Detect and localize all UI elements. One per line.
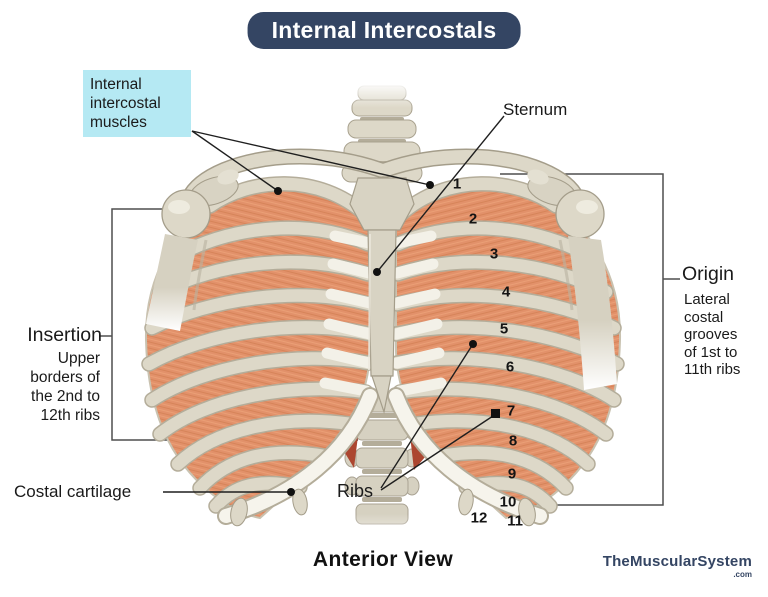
rib-number-10: 10 xyxy=(499,493,517,511)
rib-number-7: 7 xyxy=(506,402,516,420)
rib-tip xyxy=(458,488,474,516)
brand-suffix: .com xyxy=(733,570,752,579)
rib-number-12: 12 xyxy=(470,509,488,527)
costal-cartilage-label: Costal cartilage xyxy=(14,482,132,501)
right-shoulder xyxy=(527,169,617,390)
bottom-fade xyxy=(336,514,436,548)
sternal-cartilage xyxy=(390,230,447,397)
rib-number-3: 3 xyxy=(489,245,499,263)
sternum-label: Sternum xyxy=(503,100,568,119)
rib-number-11: 11 xyxy=(507,512,523,530)
origin-heading: Origin xyxy=(682,263,735,285)
insertion-description: Upper borders of the 2nd to 12th ribs xyxy=(30,350,100,424)
rib-tip xyxy=(518,497,536,527)
origin-bracket xyxy=(500,173,680,506)
view-caption: Anterior View xyxy=(312,548,454,571)
rib-number-8: 8 xyxy=(508,432,518,450)
rib-number-9: 9 xyxy=(507,465,517,483)
origin-description: Lateral costal grooves of 1st to 11th ri… xyxy=(684,291,741,378)
rib-number-6: 6 xyxy=(505,358,515,376)
leader-dots xyxy=(274,181,500,496)
page-title: Internal Intercostals xyxy=(247,12,521,49)
insertion-heading: Insertion xyxy=(27,324,102,346)
leader-lines xyxy=(163,115,505,493)
muscle-highlight-label: Internal intercostal muscles xyxy=(83,70,191,137)
rib-number-1: 1 xyxy=(452,175,462,193)
rib-number-2: 2 xyxy=(468,210,478,228)
brand-name: TheMuscularSystem xyxy=(602,553,752,570)
sternum-bone xyxy=(349,177,415,415)
rib-number-5: 5 xyxy=(499,320,509,338)
ribs-label: Ribs xyxy=(337,481,374,501)
brand-logo: TheMuscularSystem .com xyxy=(602,553,752,582)
left-shoulder xyxy=(146,169,239,331)
rib-number-4: 4 xyxy=(501,283,511,301)
costal-margin xyxy=(389,389,547,523)
